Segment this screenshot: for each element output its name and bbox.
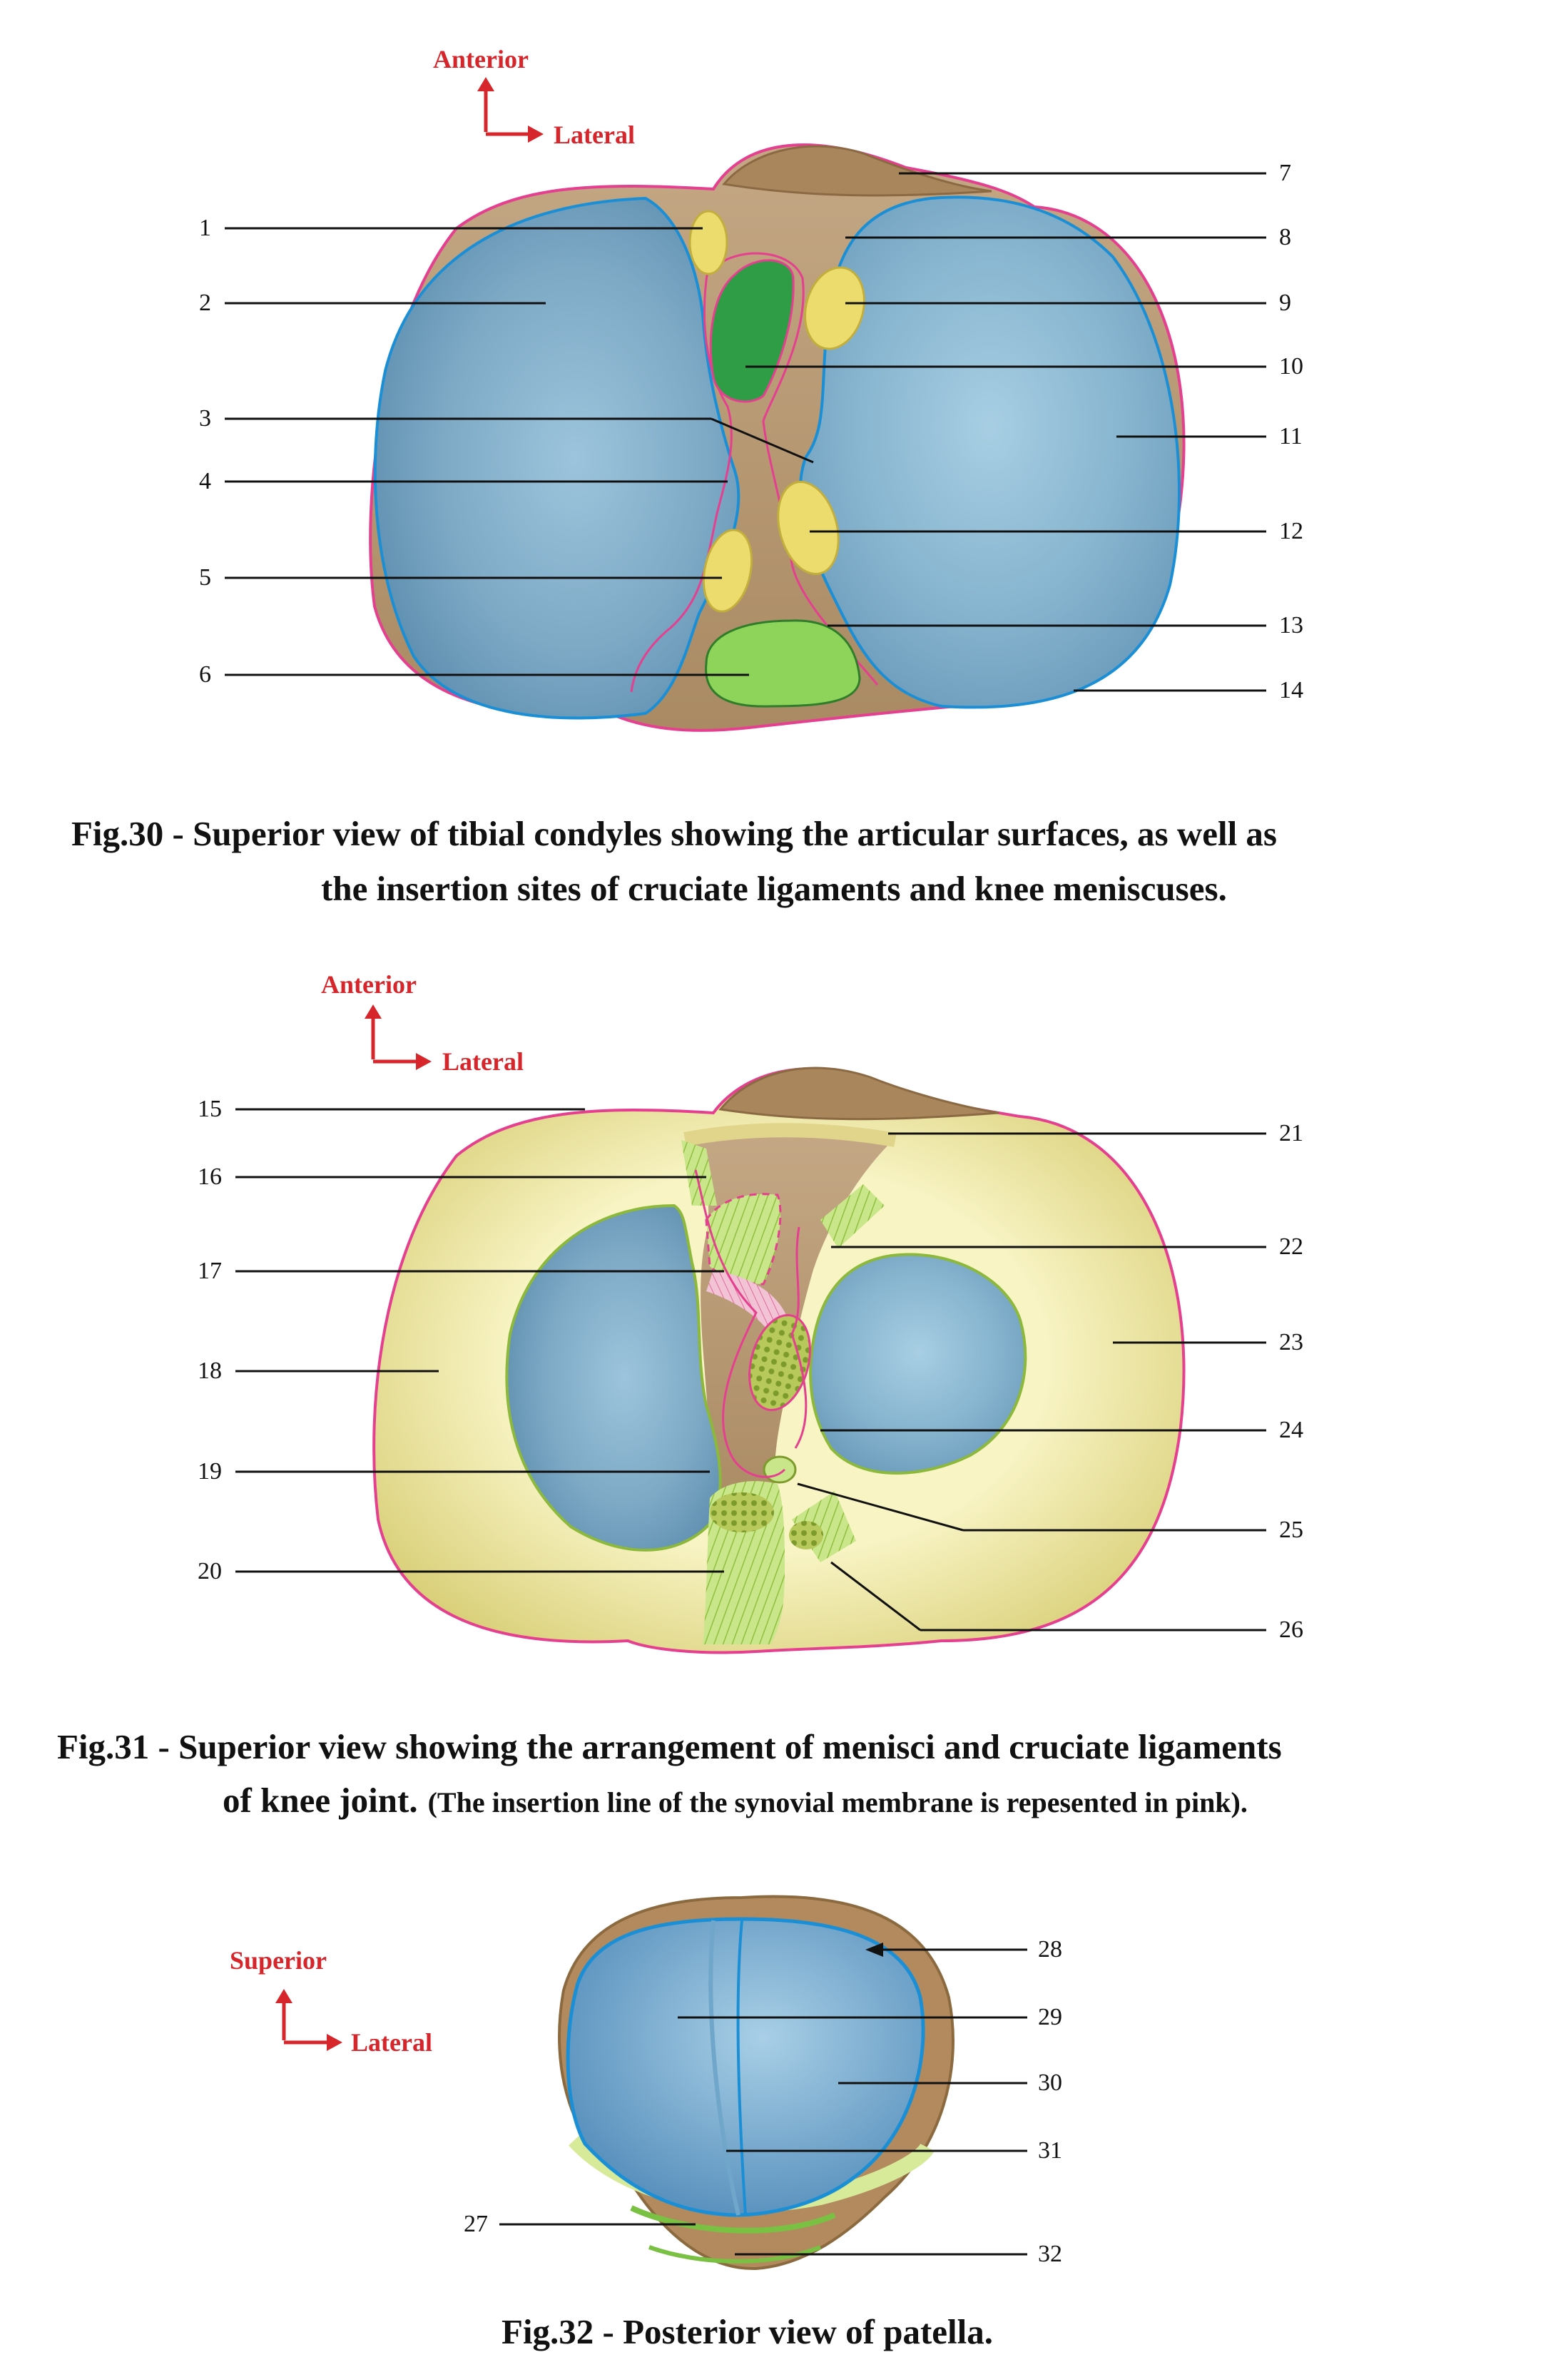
fig30-label-9: 9 <box>1279 290 1291 316</box>
fig31-label-20: 20 <box>198 1558 222 1584</box>
insertion-site-1 <box>688 210 728 275</box>
fig30-anterior-label: Anterior <box>433 45 529 73</box>
apex-line <box>630 2205 836 2234</box>
patellar-articular-surface <box>566 1917 925 2217</box>
fig31-label-21: 21 <box>1279 1120 1303 1146</box>
fig31-anterior-label: Anterior <box>321 970 417 999</box>
fig32-lateral-label: Lateral <box>351 2028 432 2057</box>
fig32-leaders <box>499 1943 1027 2256</box>
vertical-ridge <box>708 1920 740 2216</box>
fig32-label-30: 30 <box>1038 2070 1062 2096</box>
fig30-label-12: 12 <box>1279 518 1303 544</box>
fig32-orientation: Superior Lateral <box>230 1946 432 2057</box>
cruciate-cut-end <box>748 1314 811 1411</box>
medial-condyle-surface <box>505 1203 722 1552</box>
arrow-right-icon <box>327 2034 342 2051</box>
fig30-label-7: 7 <box>1279 160 1291 186</box>
fig30-leaders <box>225 172 1266 692</box>
fig30-label-5: 5 <box>199 564 211 591</box>
fig32-superior-label: Superior <box>230 1946 327 1975</box>
fig31-leaders <box>235 1108 1266 1632</box>
fig30-label-6: 6 <box>199 661 211 688</box>
fig32-label-29: 29 <box>1038 2004 1062 2030</box>
fig31-label-25: 25 <box>1279 1517 1303 1543</box>
insertion-site-12 <box>777 480 840 576</box>
arrow-up-icon <box>275 1989 292 2003</box>
fig31: Anterior Lateral <box>57 970 1303 1820</box>
medial-articular-surface <box>373 196 740 720</box>
anterior-horn-lateral <box>820 1184 885 1248</box>
lateral-articular-surface <box>799 195 1181 709</box>
fig30-orientation: Anterior Lateral <box>433 45 635 149</box>
pcl-bundle-end <box>789 1521 823 1549</box>
fig30: Anterior Lateral <box>71 45 1303 908</box>
fig31-tibial-plateau <box>372 1067 1186 1654</box>
fig31-label-23: 23 <box>1279 1329 1303 1355</box>
arrow-left-icon <box>865 1943 883 1957</box>
fig31-numbers: 15 16 17 18 19 20 21 22 23 24 25 26 <box>198 1096 1303 1643</box>
fig30-tibial-plateau <box>369 143 1186 732</box>
fig32: Superior Lateral 27 28 2 <box>230 1895 1062 2351</box>
arrow-right-icon <box>528 126 544 143</box>
fig31-caption-bold: of knee joint. <box>223 1781 418 1820</box>
fig30-label-3: 3 <box>199 405 211 432</box>
fig32-caption: Fig.32 - Posterior view of patella. <box>502 2312 993 2351</box>
arrow-up-icon <box>477 77 494 91</box>
fig30-caption-line2: the insertion sites of cruciate ligament… <box>321 869 1227 908</box>
fig32-label-27: 27 <box>464 2211 488 2237</box>
fig30-label-8: 8 <box>1279 224 1291 250</box>
fig32-numbers: 27 28 29 30 31 32 <box>464 1936 1062 2267</box>
fig31-label-19: 19 <box>198 1458 222 1485</box>
insertion-site-5 <box>702 529 753 613</box>
anterior-horn-medial <box>681 1140 717 1206</box>
fig31-label-17: 17 <box>198 1258 222 1284</box>
fig31-caption-line1: Fig.31 - Superior view showing the arran… <box>57 1727 1282 1766</box>
tibial-tuberosity <box>722 145 992 197</box>
fig30-label-4: 4 <box>199 468 211 494</box>
acl-stump <box>705 1193 782 1286</box>
fig31-label-15: 15 <box>198 1096 222 1122</box>
fig31-label-16: 16 <box>198 1164 222 1190</box>
fig32-label-32: 32 <box>1038 2241 1062 2267</box>
fig30-numbers: 1 2 3 4 5 6 7 8 9 10 11 12 13 14 <box>199 160 1303 703</box>
fig31-caption-line2: of knee joint. (The insertion line of the… <box>223 1781 1248 1820</box>
fig31-lateral-label: Lateral <box>442 1047 524 1076</box>
fig30-label-1: 1 <box>199 215 211 241</box>
transverse-ligament <box>683 1123 897 1147</box>
arrow-up-icon <box>365 1004 382 1019</box>
insertion-site-9 <box>804 266 865 350</box>
fig31-label-26: 26 <box>1279 1617 1303 1643</box>
fig30-label-2: 2 <box>199 290 211 316</box>
fig30-label-11: 11 <box>1279 423 1303 449</box>
fig31-label-22: 22 <box>1279 1233 1303 1260</box>
fig30-lateral-label: Lateral <box>554 121 635 149</box>
fig31-caption-note: (The insertion line of the synovial memb… <box>428 1786 1248 1818</box>
fig32-label-28: 28 <box>1038 1936 1062 1963</box>
posterior-horn-lateral <box>792 1491 856 1562</box>
meniscofemoral-ligament <box>763 1455 797 1484</box>
fig30-label-14: 14 <box>1279 677 1303 703</box>
fig30-caption-line1: Fig.30 - Superior view of tibial condyle… <box>71 814 1277 853</box>
fig32-label-31: 31 <box>1038 2137 1062 2164</box>
tibial-tuberosity <box>718 1067 999 1121</box>
pcl-cut-end <box>710 1492 774 1532</box>
lateral-condyle-surface <box>809 1253 1027 1475</box>
arrow-right-icon <box>416 1053 432 1070</box>
pcl-insertion <box>705 619 861 708</box>
fig30-label-13: 13 <box>1279 612 1303 638</box>
fig31-label-18: 18 <box>198 1358 222 1384</box>
fig30-label-10: 10 <box>1279 353 1303 380</box>
fig31-label-24: 24 <box>1279 1417 1303 1443</box>
fig31-orientation: Anterior Lateral <box>321 970 524 1076</box>
